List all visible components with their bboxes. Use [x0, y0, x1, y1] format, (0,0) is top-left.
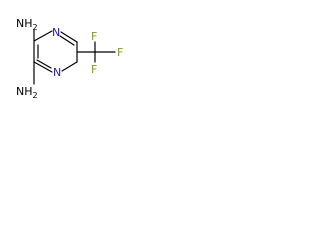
- ring-nitrogen-top: N: [52, 26, 60, 39]
- bond-n1-c6: [33, 61, 53, 73]
- bond-c2-n1: [61, 61, 78, 72]
- bonds: [33, 29, 116, 85]
- ring-nitrogen-bottom: N: [53, 66, 61, 79]
- bond-n3-c2: [60, 31, 78, 43]
- fluorine-right: F: [117, 46, 123, 59]
- amine-bottom-label: NH2: [16, 85, 38, 100]
- fluorine-bottom: F: [91, 63, 97, 76]
- structure-canvas: NH2 N N F F F NH2: [0, 0, 132, 122]
- bond-n1-c6-double: [36, 59, 52, 69]
- bond-n3-c2-double: [59, 35, 75, 46]
- molecule-drawing: NH2 N N F F F NH2: [16, 17, 123, 100]
- bond-c4-n3: [33, 30, 53, 42]
- fluorine-top: F: [91, 30, 97, 43]
- amine-top-label: NH2: [16, 17, 38, 32]
